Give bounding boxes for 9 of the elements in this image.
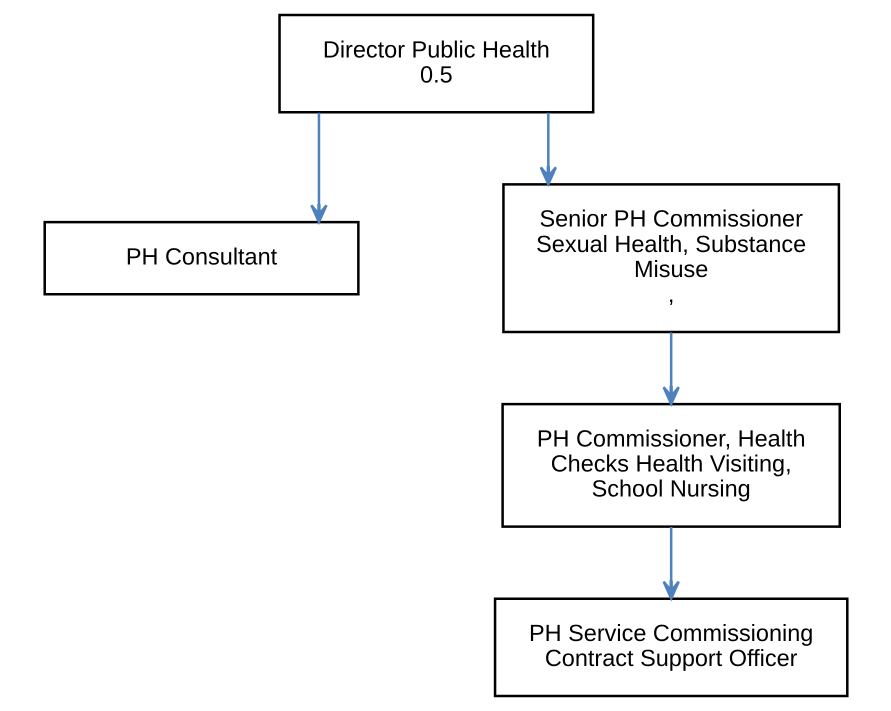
node-box: PH Consultant: [42, 220, 360, 296]
arrow: [662, 332, 680, 406]
node-box: PH Commissioner, Health Checks Health Visiting, School Nursing: [500, 402, 840, 528]
arrow: [539, 112, 557, 186]
arrow: [662, 526, 680, 600]
arrow: [310, 112, 328, 224]
node-box: Director Public Health 0.5: [278, 14, 594, 114]
node-box: PH Service Commissioning Contract Support Officer: [493, 597, 848, 698]
node-box: Senior PH Commissioner Sexual Health, Substance Misuse ,: [502, 183, 840, 334]
